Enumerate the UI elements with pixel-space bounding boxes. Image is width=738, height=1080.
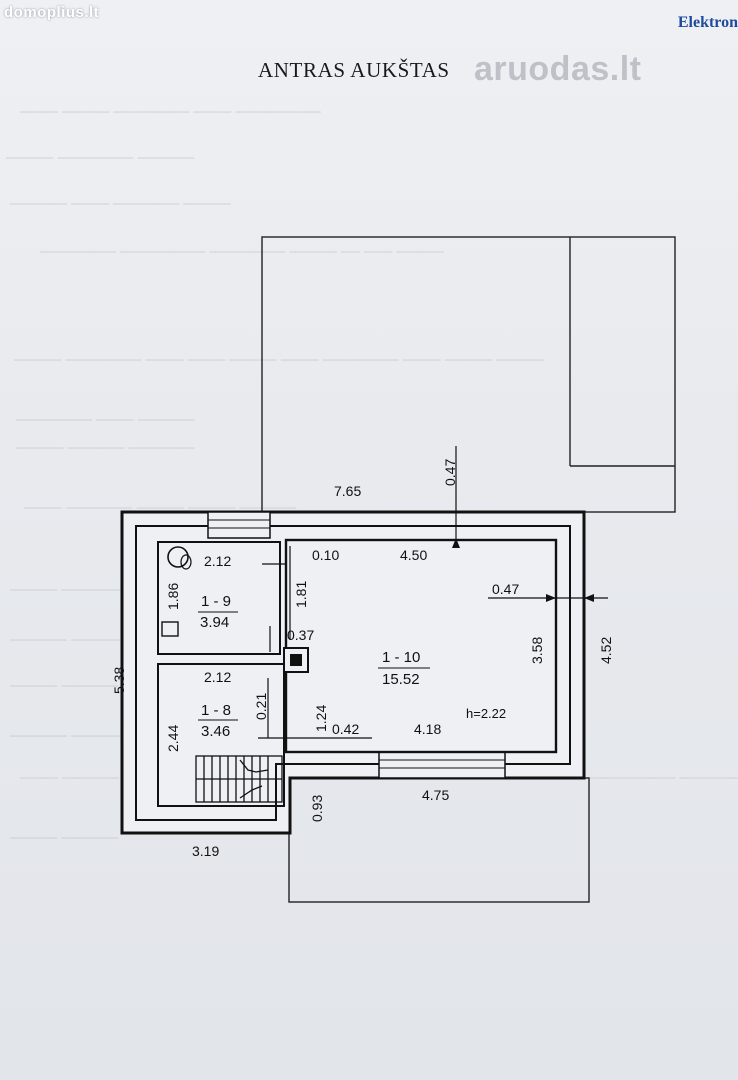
dim-top-width: 7.65 — [334, 483, 361, 499]
room-1-10-id: 1 - 10 — [382, 649, 420, 666]
arrow-icon — [584, 594, 594, 602]
room-1-8-id: 1 - 8 — [201, 702, 231, 719]
toilet-bowl-icon — [180, 554, 192, 570]
faded-text: ───── ──────── ──── ──── ───── ──── ────… — [14, 352, 544, 367]
toilet-icon — [167, 546, 189, 568]
plan-title: ANTRAS AUKŠTAS — [258, 58, 450, 82]
dim-right-gap: 0.47 — [492, 581, 519, 597]
faded-text: ───── ──────── ────── — [6, 150, 195, 165]
dim-partition-top: 1.81 — [293, 581, 309, 608]
dim-outer-right: 4.52 — [598, 637, 614, 664]
room-1-8 — [157, 663, 285, 807]
dim-room10-height: 3.58 — [529, 637, 545, 664]
aruodas-watermark: aruodas.lt — [474, 50, 642, 88]
dim-partition-low: 1.24 — [313, 705, 329, 732]
dim-room8-height: 2.44 — [165, 725, 181, 752]
sink-icon — [161, 621, 179, 637]
room-1-9-id: 1 - 9 — [201, 593, 231, 610]
dim-top-gap: 0.47 — [442, 459, 458, 486]
arrow-icon — [452, 538, 460, 548]
faded-text: ───── ────── ─────── — [16, 440, 196, 455]
room-1-10 — [284, 538, 558, 754]
dim-left-total: 5.38 — [111, 667, 127, 694]
faded-text: ────── ──── ─────── ───── — [10, 196, 231, 211]
roof-outline — [261, 236, 676, 513]
faded-text: ───────── ─────── — [590, 770, 738, 785]
corner-watermark: Elektron — [677, 14, 738, 31]
room-1-9-area: 3.94 — [200, 614, 229, 631]
faded-text: ──── ───── ──────── ──── ───────── — [20, 104, 321, 119]
faded-text: ───── ────── — [10, 830, 119, 845]
window-bottom — [378, 751, 506, 779]
staircase-icon — [195, 755, 283, 803]
dim-room10-bottom: 4.18 — [414, 721, 441, 737]
arrow-icon — [546, 594, 556, 602]
dim-door-offset: 0.42 — [332, 721, 359, 737]
faded-text: ──────── ───────── ──────── ───── ── ───… — [40, 244, 444, 259]
domoplius-watermark: domoplius.lt — [4, 4, 100, 21]
chimney-flue — [290, 654, 302, 666]
window-top — [207, 511, 271, 539]
dim-room9-width: 2.12 — [204, 553, 231, 569]
inner-wall — [135, 525, 571, 821]
dim-partition-gap: 0.10 — [312, 547, 339, 563]
room-1-8-area: 3.46 — [201, 723, 230, 740]
faded-text: ───── ────── — [10, 678, 119, 693]
height-label: h=2.22 — [466, 706, 506, 721]
faded-text: ────── ─────── — [10, 728, 138, 743]
dim-bottom-left: 3.19 — [192, 843, 219, 859]
dim-chimney: 0.37 — [287, 627, 314, 643]
faded-text: ──── ────── — [20, 770, 120, 785]
room-1-10-area: 15.52 — [382, 671, 420, 688]
dim-room10-width: 4.50 — [400, 547, 427, 563]
dim-room9-height: 1.86 — [165, 583, 181, 610]
room-1-9 — [157, 541, 281, 655]
dim-bottom-right: 4.75 — [422, 787, 449, 803]
dim-wall-gap: 0.21 — [253, 693, 269, 720]
dim-stair-gap: 0.93 — [309, 795, 325, 822]
dim-room8-width: 2.12 — [204, 669, 231, 685]
faded-text: ──────── ──── ────── — [16, 412, 196, 427]
